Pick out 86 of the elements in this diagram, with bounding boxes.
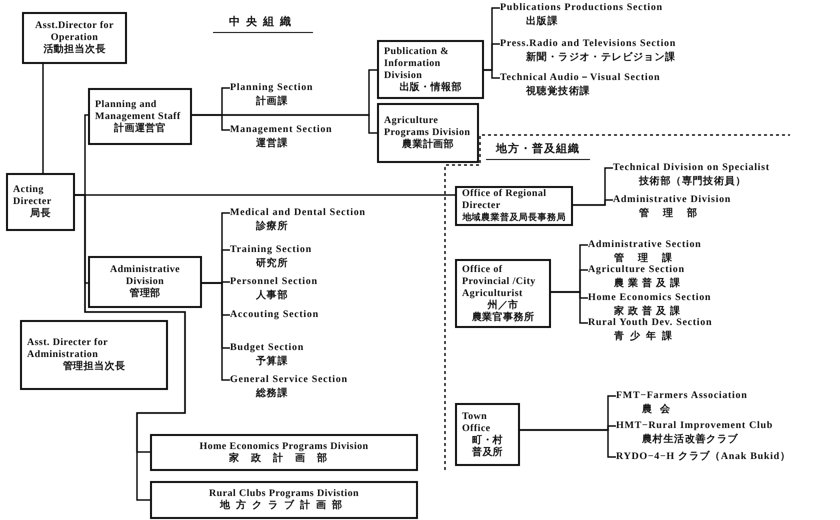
connector-line [75, 194, 186, 501]
japanese-name: 出版・情報部 [398, 82, 463, 94]
division-box [88, 256, 202, 308]
division-box [88, 88, 192, 145]
unit-name: Asst.Director for Operation [34, 20, 115, 44]
division-box [377, 103, 479, 163]
unit-name: Agriculture Programs Division [384, 115, 472, 138]
section-name: Medical and Dental Section [230, 206, 366, 220]
unit-name: Planning and Management Staff [95, 98, 182, 122]
unit-name: Publication & Information Division [384, 46, 450, 82]
division-box [377, 40, 484, 99]
japanese-name: 人事部 [254, 289, 290, 303]
japanese-name: 州／市 [486, 300, 520, 311]
connector-line [202, 282, 230, 381]
unit-name: Rural Clubs Programs Divistion [208, 488, 360, 499]
japanese-name: 計画運営官 [113, 122, 167, 134]
japanese-name: 青少年課 [613, 330, 679, 344]
unit-name: Town Office [462, 410, 492, 434]
japanese-name: 普及所 [470, 446, 504, 458]
division-box [150, 481, 418, 519]
japanese-name: 研究所 [255, 257, 290, 271]
connector-line [42, 64, 44, 173]
division-box [22, 12, 127, 64]
japanese-name: 総務課 [254, 387, 290, 401]
japanese-name: 計画課 [255, 95, 290, 109]
japanese-name: 管理課 [613, 252, 687, 265]
section-name: Home Economics Section [588, 291, 712, 305]
japanese-name: 農業計画部 [401, 139, 455, 151]
japanese-name: 視聴覚技術課 [524, 85, 592, 99]
connector-line [192, 114, 377, 134]
japanese-name: 新聞・ラジオ・テレビジョン課 [525, 51, 676, 65]
japanese-name: 管理部 [128, 288, 162, 300]
division-box [6, 173, 75, 231]
section-name: RYDO−4−H クラブ（Anak Bukid） [616, 450, 791, 464]
japanese-name: 農業官事務所 [470, 312, 536, 324]
japanese-name: 局長 [29, 208, 52, 220]
section-name: Technical Division on Specialist [613, 161, 770, 175]
division-box [20, 320, 168, 390]
section-name: Administrative Division [613, 193, 732, 207]
japanese-name: 農村生活改善クラブ [641, 433, 740, 447]
unit-name: Office of Provincial /City Agriculturist [462, 264, 537, 299]
section-name: Management Section [230, 123, 332, 137]
section-name: Planning Section [230, 81, 314, 95]
japanese-name: 管理部 [638, 207, 712, 221]
section-heading: 中央組織 [213, 14, 313, 33]
unit-name: Office of Regional Directer [462, 188, 548, 212]
japanese-name: 出版課 [525, 15, 560, 29]
division-box [455, 259, 551, 328]
section-name: Rural Youth Dev. Section [588, 316, 712, 330]
section-name: HMT−Rural Improvement Club [616, 419, 774, 433]
section-heading: 地方・普及組織 [486, 141, 590, 160]
section-name: Training Section [230, 243, 312, 257]
japanese-name: 地域農業普及局長事務局 [462, 212, 566, 224]
division-box [455, 403, 520, 466]
section-name: General Service Section [230, 373, 348, 387]
japanese-name: 農会 [641, 403, 679, 417]
section-name: FMT−Farmers Association [616, 389, 748, 403]
japanese-name: 技術部（専門技術員） [638, 175, 747, 189]
division-box [455, 186, 573, 226]
section-name: Publications Productions Section [500, 1, 663, 15]
section-name: Accouting Section [230, 308, 319, 322]
connector-line [551, 291, 588, 324]
section-name: Budget Section [230, 341, 304, 355]
japanese-name: 予算課 [255, 355, 290, 369]
unit-name: Asst. Directer for Administration [27, 337, 109, 360]
japanese-name: 地方クラブ計画部 [218, 500, 349, 512]
connector-line [573, 199, 613, 206]
japanese-name: 農業普及課 [613, 277, 685, 291]
division-box [150, 434, 418, 471]
japanese-name: 運営課 [255, 137, 290, 151]
section-name: Personnel Section [230, 275, 318, 289]
japanese-name: 診療所 [254, 220, 290, 234]
japanese-name: 家政普及課 [613, 305, 685, 318]
connector-line [484, 69, 500, 79]
section-name: Press.Radio and Televisions Section [500, 37, 676, 51]
japanese-name: 活動担当次長 [42, 44, 107, 56]
section-name: Agriculture Section [588, 263, 685, 277]
unit-name: Administrative Division [108, 264, 182, 288]
japanese-name: 家政計画部 [228, 452, 340, 464]
section-name: Administrative Section [588, 238, 702, 252]
section-name: Technical Audio－Visual Section [500, 71, 660, 85]
unit-name: Home Economics Programs Division [198, 440, 370, 452]
connector-line [520, 429, 616, 458]
japanese-name: 管理担当次長 [62, 361, 126, 373]
japanese-name: 町・村 [470, 434, 504, 446]
unit-name: Acting Directer [13, 184, 53, 208]
